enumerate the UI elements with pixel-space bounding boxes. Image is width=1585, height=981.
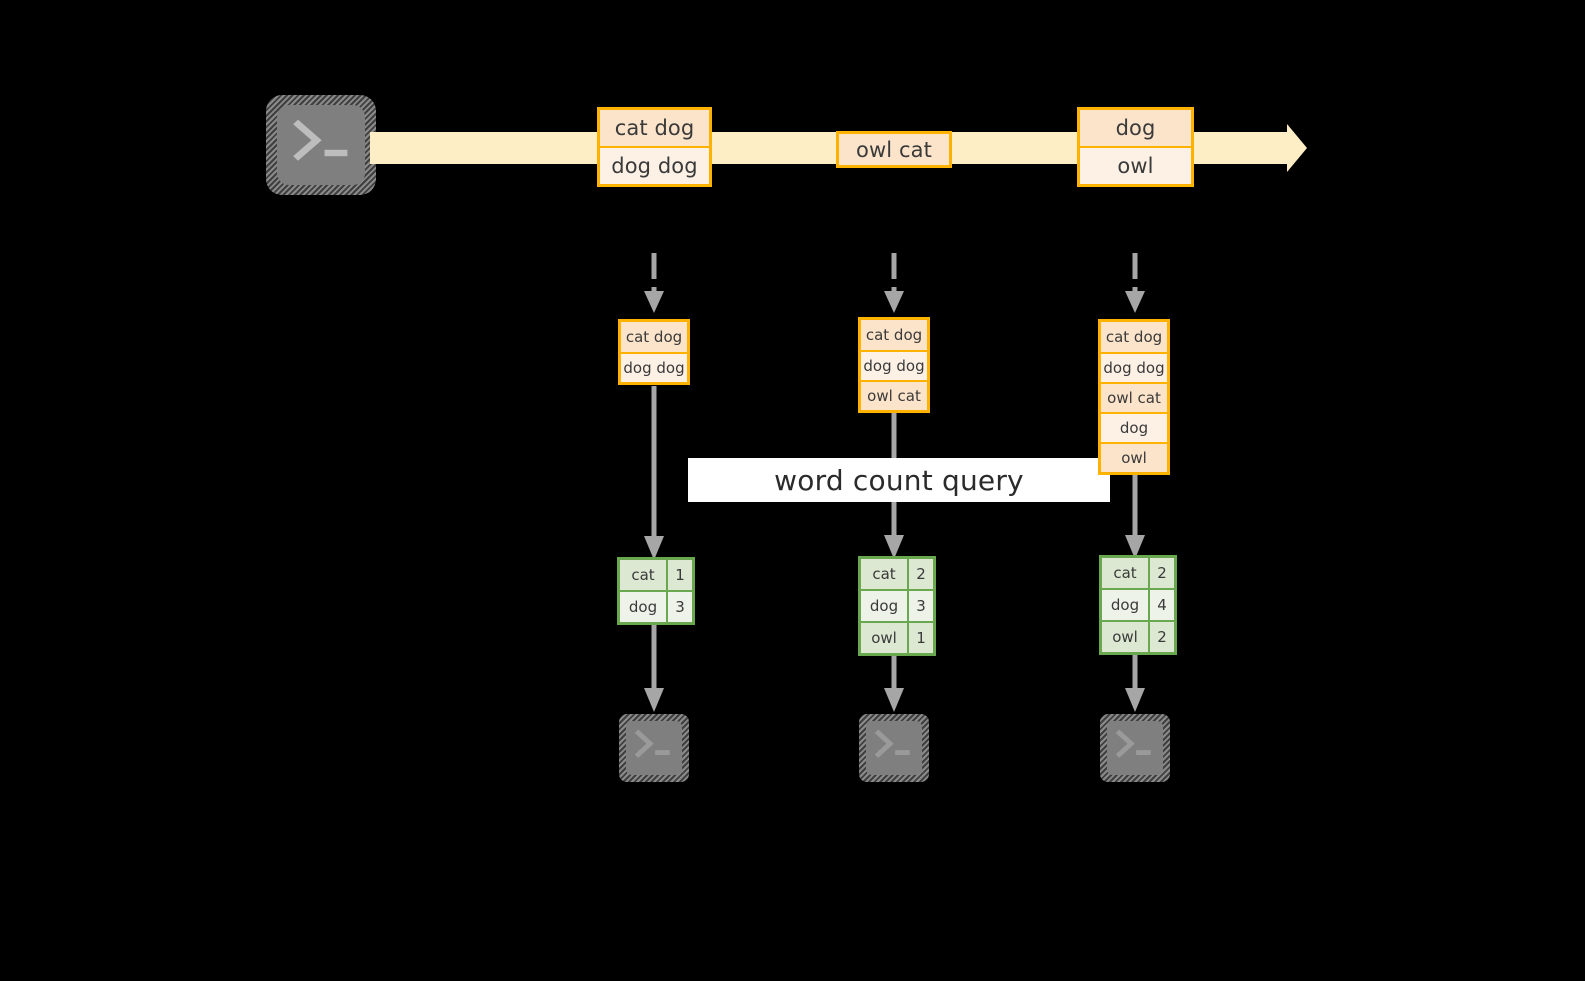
dashed-arrow-down-icon-3 <box>1121 253 1149 315</box>
stream-event-line: owl <box>1080 146 1191 184</box>
table-row: cat 2 <box>861 559 933 589</box>
snapshot-1-input-table[interactable]: cat dog dog dog <box>618 319 690 385</box>
source-terminal-icon <box>266 95 376 195</box>
table-row: cat 1 <box>620 560 692 590</box>
query-arrow-down-icon-3 <box>1121 475 1149 561</box>
result-word: owl <box>861 623 907 653</box>
snapshot-2-input-table[interactable]: cat dog dog dog owl cat <box>858 317 930 413</box>
result-word: cat <box>1102 558 1148 588</box>
sink-terminal-icon-3 <box>1100 714 1170 782</box>
result-word: cat <box>861 559 907 589</box>
prompt-glyph-icon <box>1107 721 1163 775</box>
prompt-glyph-icon <box>277 105 365 185</box>
query-label-band: word count query <box>688 458 1110 502</box>
result-count: 1 <box>666 560 692 590</box>
stream-event-2[interactable]: owl cat <box>836 131 952 168</box>
result-count: 2 <box>1148 622 1174 652</box>
result-count: 3 <box>907 591 933 621</box>
stream-event-1[interactable]: cat dog dog dog <box>597 107 712 187</box>
result-count: 2 <box>907 559 933 589</box>
prompt-glyph-icon <box>866 721 922 775</box>
table-row: owl 1 <box>861 621 933 653</box>
stream-arrow-right-icon <box>1265 124 1307 172</box>
sink-terminal-icon-2 <box>859 714 929 782</box>
dashed-arrow-down-icon-1 <box>640 253 668 315</box>
table-row: dog dog <box>1101 352 1167 382</box>
table-row: dog dog <box>621 352 687 382</box>
terminal-screen <box>277 105 365 185</box>
table-row: owl cat <box>1101 382 1167 412</box>
terminal-screen <box>1107 721 1163 775</box>
stream-event-line: dog dog <box>600 146 709 184</box>
result-count: 2 <box>1148 558 1174 588</box>
sink-arrow-down-icon-2 <box>880 652 908 714</box>
stream-event-line: owl cat <box>839 134 949 165</box>
table-row: cat dog <box>861 320 927 350</box>
table-row: dog 3 <box>861 589 933 621</box>
table-row: cat dog <box>1101 322 1167 352</box>
table-row: owl 2 <box>1102 620 1174 652</box>
stream-event-line: dog <box>1080 110 1191 146</box>
stream-event-3[interactable]: dog owl <box>1077 107 1194 187</box>
snapshot-3-result-table[interactable]: cat 2 dog 4 owl 2 <box>1099 555 1177 655</box>
table-row: dog 3 <box>620 590 692 622</box>
stream-event-line: cat dog <box>600 110 709 146</box>
result-count: 4 <box>1148 590 1174 620</box>
result-word: dog <box>620 592 666 622</box>
dashed-arrow-down-icon-2 <box>880 253 908 315</box>
terminal-screen <box>866 721 922 775</box>
result-count: 1 <box>907 623 933 653</box>
terminal-screen <box>626 721 682 775</box>
result-word: dog <box>861 591 907 621</box>
sink-terminal-icon-1 <box>619 714 689 782</box>
table-row: cat dog <box>621 322 687 352</box>
table-row: dog <box>1101 412 1167 442</box>
sink-arrow-down-icon-1 <box>640 622 668 714</box>
result-count: 3 <box>666 592 692 622</box>
query-arrow-down-icon-1 <box>640 386 668 562</box>
table-row: owl cat <box>861 380 927 410</box>
table-row: dog dog <box>861 350 927 380</box>
result-word: cat <box>620 560 666 590</box>
query-label: word count query <box>774 463 1024 497</box>
table-row: dog 4 <box>1102 588 1174 620</box>
prompt-glyph-icon <box>626 721 682 775</box>
snapshot-1-result-table[interactable]: cat 1 dog 3 <box>617 557 695 625</box>
snapshot-3-input-table[interactable]: cat dog dog dog owl cat dog owl <box>1098 319 1170 475</box>
snapshot-2-result-table[interactable]: cat 2 dog 3 owl 1 <box>858 556 936 656</box>
result-word: dog <box>1102 590 1148 620</box>
result-word: owl <box>1102 622 1148 652</box>
table-row: cat 2 <box>1102 558 1174 588</box>
table-row: owl <box>1101 442 1167 472</box>
sink-arrow-down-icon-3 <box>1121 652 1149 714</box>
